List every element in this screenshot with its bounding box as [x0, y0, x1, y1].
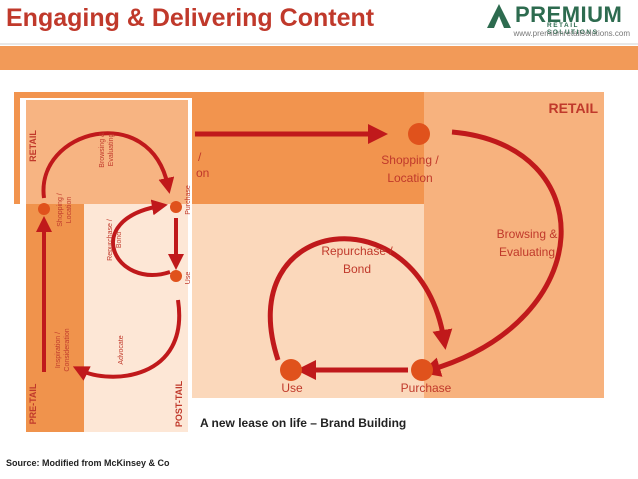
label-purchase: Purchase [401, 381, 452, 395]
logo-tagline: RETAIL SOLUTIONS [547, 22, 599, 36]
company-logo: PREMIUM RETAIL SOLUTIONS [485, 2, 630, 42]
small-label-use: Use [185, 272, 192, 285]
company-url: www.premiumretailsolutions.com [513, 29, 630, 38]
zone-label-retail: RETAIL [548, 100, 598, 116]
small-label-pretail: PRE-TAIL [28, 383, 38, 424]
node-use [280, 359, 302, 381]
small-node-use [170, 270, 182, 282]
small-retail-zone [26, 100, 188, 204]
label-repurchase-line2: Bond [343, 262, 371, 276]
partial-label-line1: / [198, 150, 202, 164]
label-browsing-line1: Browsing & [497, 227, 558, 241]
small-node-purchase [170, 201, 182, 213]
small-arrow-advocate [72, 299, 182, 381]
label-browsing-line2: Evaluating [499, 245, 555, 259]
diagram-caption: A new lease on life – Brand Building [200, 416, 407, 430]
small-label-shopping-line2: Location [66, 197, 73, 224]
logo-wordmark: PREMIUM [515, 2, 623, 27]
label-repurchase-line1: Repurchase / [321, 244, 393, 258]
title-divider [0, 43, 638, 45]
small-label-repurchase-line1: Repurchase / [107, 219, 114, 261]
small-label-browsing-line2: Evaluating [108, 134, 115, 167]
small-posttail-zone [84, 204, 188, 432]
arrow-repurchase-loop [267, 236, 453, 361]
small-pretail-zone [26, 204, 84, 432]
small-label-repurchase-line2: Bond [116, 232, 123, 248]
small-label-inspiration-line2: Consideration [64, 328, 71, 371]
small-label-purchase: Purchase [185, 185, 192, 215]
small-label-shopping-line1: Shopping / [57, 193, 64, 227]
label-shopping-line1: Shopping / [381, 153, 439, 167]
small-label-advocate: Advocate [118, 335, 125, 364]
label-use: Use [281, 381, 303, 395]
small-node-shopping [38, 203, 50, 215]
small-arrow-browsing [41, 131, 175, 199]
top-band [0, 46, 638, 70]
arrow-browsing-to-purchase [420, 129, 564, 377]
retail-zone-right [424, 92, 604, 398]
small-label-posttail: POST-TAIL [174, 380, 184, 427]
small-label-inspiration-line1: Inspiration / [55, 332, 62, 368]
node-purchase [411, 359, 433, 381]
small-label-browsing-line1: Browsing & [99, 132, 106, 168]
label-shopping-line2: Location [387, 171, 432, 185]
partial-label-line2: on [196, 166, 209, 180]
node-shopping [408, 123, 430, 145]
small-arrow-repurchase [111, 199, 171, 277]
source-note: Source: Modified from McKinsey & Co [6, 458, 170, 468]
small-label-retail: RETAIL [28, 130, 38, 162]
page-title: Engaging & Delivering Content [6, 4, 375, 32]
logo-mark-icon [487, 4, 511, 28]
